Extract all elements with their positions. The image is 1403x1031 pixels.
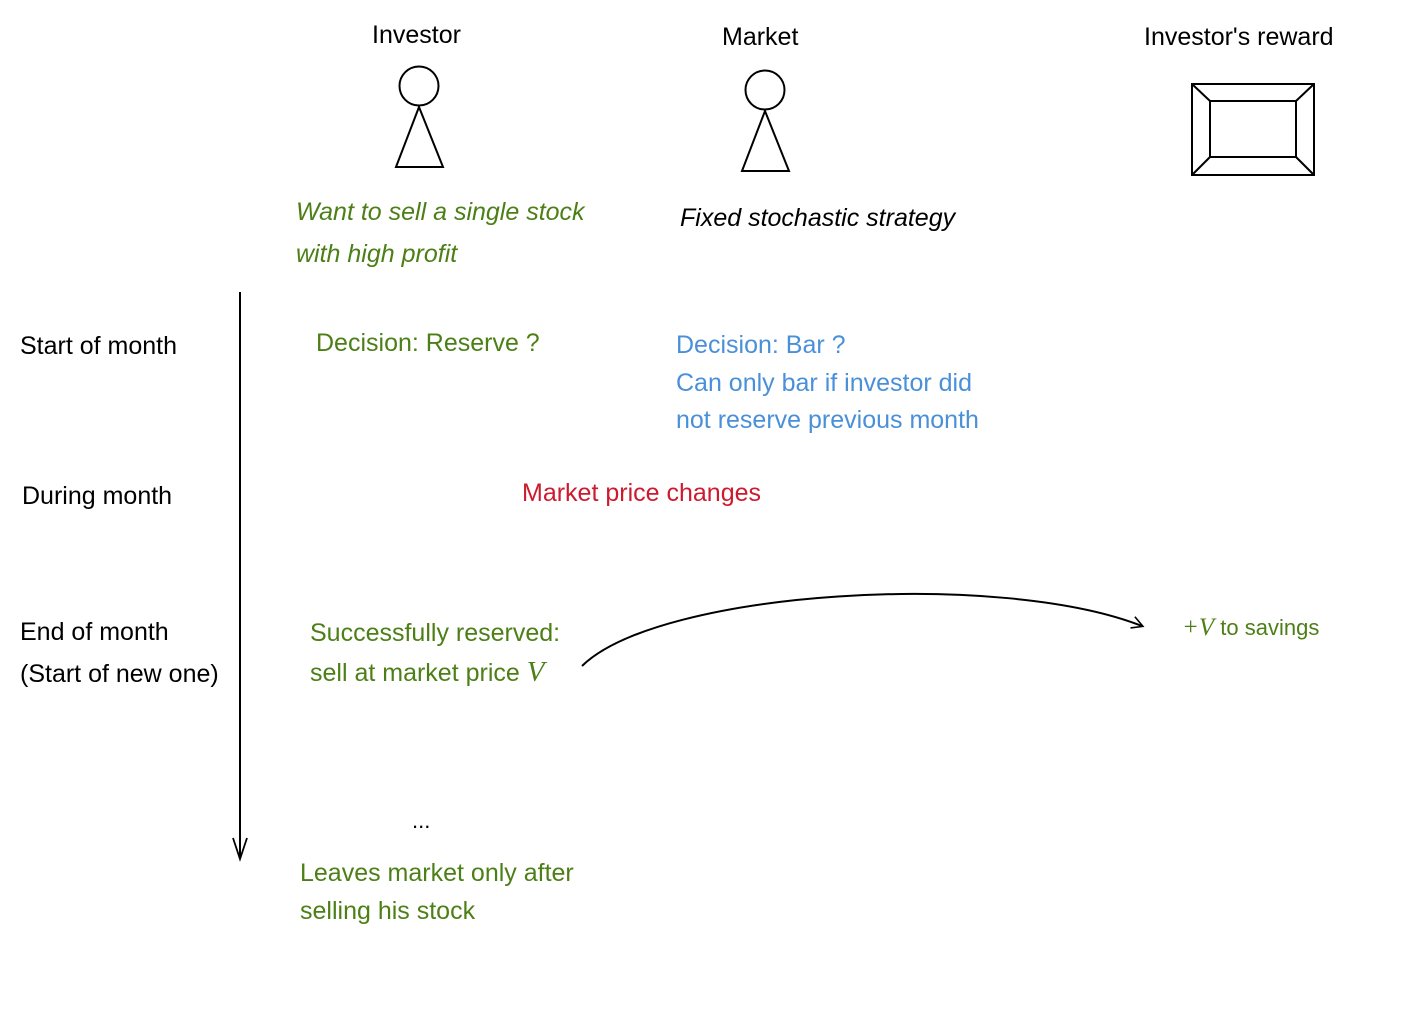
- timeline-arrow: [232, 292, 248, 862]
- market-decision-line3: not reserve previous month: [676, 406, 979, 434]
- reward-amount: +V: [1182, 614, 1215, 641]
- timeline-start-of-month: Start of month: [20, 332, 178, 360]
- market-decision-line2: Can only bar if investor did: [676, 369, 972, 397]
- market-strategy: Fixed stochastic strategy: [680, 204, 956, 232]
- reward-header: Investor's reward: [1144, 23, 1334, 51]
- reward-frame-icon: [1191, 83, 1315, 176]
- reserved-line1: Successfully reserved:: [310, 619, 561, 647]
- timeline-start-of-new-one: (Start of new one): [20, 660, 219, 688]
- price-variable: V: [526, 656, 545, 688]
- investor-decision: Decision: Reserve ?: [316, 329, 540, 357]
- investor-goal-line1: Want to sell a single stock: [296, 198, 585, 226]
- reward-savings-label: to savings: [1214, 615, 1320, 640]
- leave-line2: selling his stock: [300, 897, 476, 925]
- sale-to-savings-arrow: [581, 593, 1145, 667]
- investor-header: Investor: [372, 21, 461, 49]
- ellipsis: ...: [412, 808, 431, 833]
- reserved-line2: sell at market price V: [310, 656, 544, 689]
- market-decision-line1: Decision: Bar ?: [676, 331, 846, 359]
- price-change-event: Market price changes: [522, 479, 762, 507]
- reward-savings: +V to savings: [1182, 614, 1319, 642]
- investor-goal-line2: with high profit: [296, 240, 458, 268]
- market-header: Market: [722, 23, 799, 51]
- timeline-during-month: During month: [22, 482, 173, 510]
- market-figure-icon: [740, 69, 791, 172]
- leave-line1: Leaves market only after: [300, 859, 574, 887]
- reserved-line2-text: sell at market price: [310, 659, 527, 687]
- investor-figure-icon: [394, 65, 445, 168]
- timeline-end-of-month: End of month: [20, 618, 169, 646]
